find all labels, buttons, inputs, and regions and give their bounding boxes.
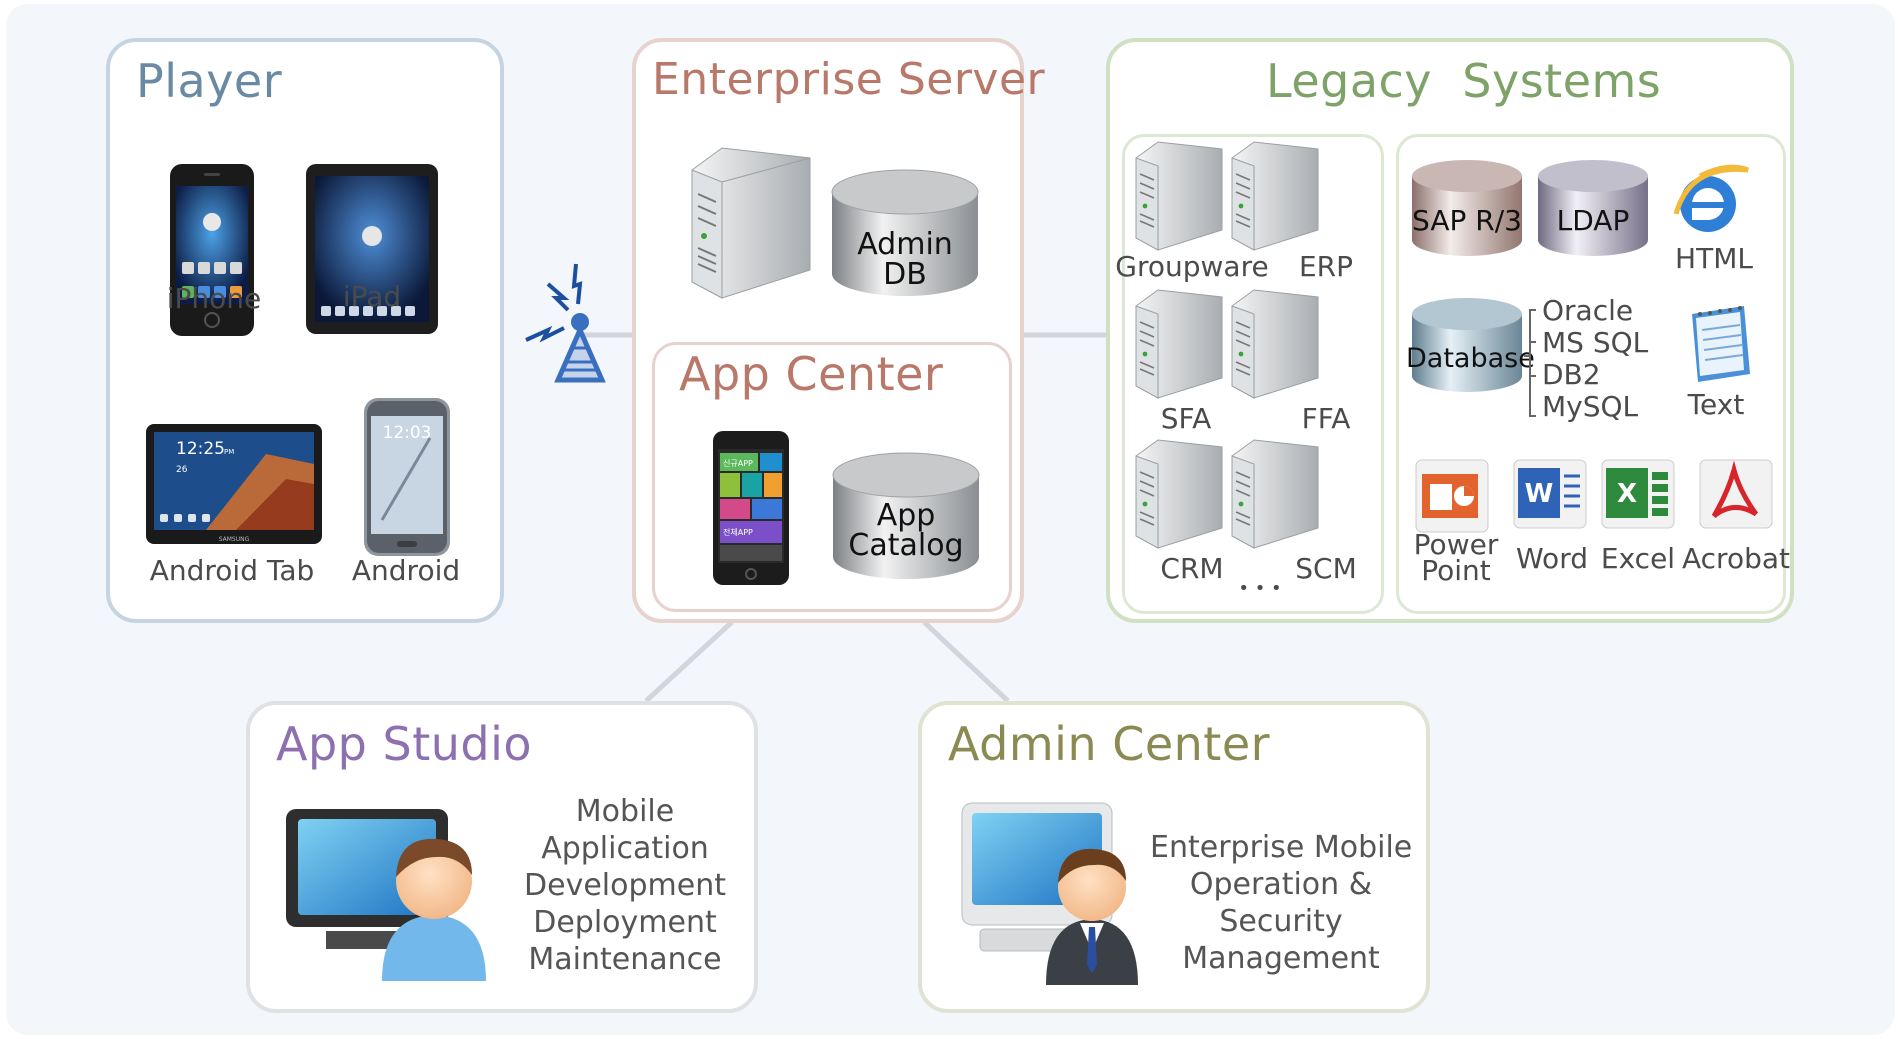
android-phone-icon: 12:03 <box>364 398 450 556</box>
admin-db-label: Admin DB <box>857 227 953 292</box>
sap-cylinder-icon <box>1412 160 1522 256</box>
tab-suffix-text: PM <box>224 448 234 456</box>
legacy-systems-panel: Legacy Systems Groupware ERP SFA FFA CRM… <box>1106 38 1794 623</box>
device-label-iphone: iPhone <box>166 282 262 315</box>
app-catalog-cylinder-icon <box>832 452 980 579</box>
internet-explorer-icon <box>1673 164 1749 232</box>
acrobat-label: Acrobat <box>1682 542 1790 575</box>
phone-tile-new-text: 신규APP <box>723 459 753 468</box>
device-label-ipad: iPad <box>342 280 402 313</box>
text-label: Text <box>1687 388 1745 421</box>
iphone-icon <box>170 164 254 336</box>
database-cylinder-icon <box>1412 298 1522 392</box>
server-label-erp: ERP <box>1298 250 1354 283</box>
admin-at-computer-icon <box>961 802 1138 985</box>
svg-text:W: W <box>1525 479 1554 509</box>
server-label-ffa: FFA <box>1301 402 1351 435</box>
database-label: Database <box>1406 343 1535 374</box>
app-catalog-label: App Catalog <box>848 498 964 563</box>
android-tab-icon: 12:25 PM 26 SAMSUNG <box>146 424 322 544</box>
server-icon-groupware <box>1135 141 1223 251</box>
device-label-android: Android <box>351 554 461 587</box>
server-icon-sfa <box>1135 289 1223 399</box>
tab-time-text: 12:25 <box>176 439 225 459</box>
ldap-cylinder-icon <box>1538 160 1648 256</box>
db-item-mysql: MySQL <box>1542 390 1639 423</box>
admin-center-panel: Admin Center Enterprise Mobile Operation… <box>918 701 1430 1013</box>
tab-date-text: 26 <box>176 465 188 475</box>
admin-db-cylinder-icon <box>831 169 979 296</box>
db-item-db2: DB2 <box>1542 358 1601 391</box>
server-label-crm: CRM <box>1160 552 1224 585</box>
mobile-app-phone-icon: 신규APP 전체APP <box>713 431 789 585</box>
admin-center-title: Admin Center <box>948 717 1271 771</box>
tab-brand-text: SAMSUNG <box>219 536 250 543</box>
player-title: Player <box>136 54 283 108</box>
app-studio-panel: App Studio Mobile Application Developmen… <box>246 701 758 1013</box>
server-label-scm: SCM <box>1295 552 1357 585</box>
wireless-antenna-icon <box>525 263 606 383</box>
powerpoint-label: Power Point <box>1413 528 1499 587</box>
db-item-mssql: MS SQL <box>1542 326 1649 359</box>
connector-lines <box>578 332 1106 703</box>
server-icon-erp <box>1231 141 1319 251</box>
word-icon: W <box>1513 459 1587 529</box>
server-icon-crm <box>1135 439 1223 549</box>
diagram-canvas: Player <box>6 4 1895 1035</box>
enterprise-server-title: Enterprise Server <box>652 54 1046 105</box>
svg-text:X: X <box>1617 479 1637 509</box>
ldap-label: LDAP <box>1556 204 1630 237</box>
device-label-android-tab: Android Tab <box>149 554 315 587</box>
database-list-bracket <box>1524 309 1536 417</box>
admin-center-description: Enterprise Mobile Operation & Security M… <box>1150 830 1413 976</box>
server-tower-icon <box>691 147 811 299</box>
server-icon-scm <box>1231 439 1319 549</box>
acrobat-icon <box>1699 459 1773 529</box>
app-center-panel: App Center 신규APP 전체APP <box>652 342 1012 612</box>
sap-label: SAP R/3 <box>1412 204 1522 237</box>
enterprise-server-panel: Enterprise Server <box>632 38 1045 623</box>
server-label-sfa: SFA <box>1160 402 1212 435</box>
app-studio-description: Mobile Application Development Deploymen… <box>524 794 726 977</box>
powerpoint-icon <box>1415 459 1489 533</box>
excel-label: Excel <box>1600 542 1676 575</box>
notepad-text-icon <box>1692 306 1750 382</box>
excel-icon: X <box>1601 459 1675 529</box>
server-label-groupware: Groupware <box>1115 250 1269 283</box>
more-ellipsis: • • • <box>1238 578 1282 599</box>
ipad-icon <box>306 164 438 334</box>
developer-at-monitor-icon <box>286 809 486 981</box>
legacy-systems-title: Legacy Systems <box>1266 54 1662 108</box>
server-icon-ffa <box>1231 289 1319 399</box>
player-panel: Player <box>106 38 504 623</box>
html-label: HTML <box>1675 242 1753 275</box>
word-label: Word <box>1516 542 1588 575</box>
db-item-oracle: Oracle <box>1542 294 1634 327</box>
app-studio-title: App Studio <box>276 717 533 771</box>
phone-tile-all-text: 전체APP <box>723 527 753 537</box>
android-time-text: 12:03 <box>383 423 432 443</box>
app-center-title: App Center <box>679 347 944 401</box>
